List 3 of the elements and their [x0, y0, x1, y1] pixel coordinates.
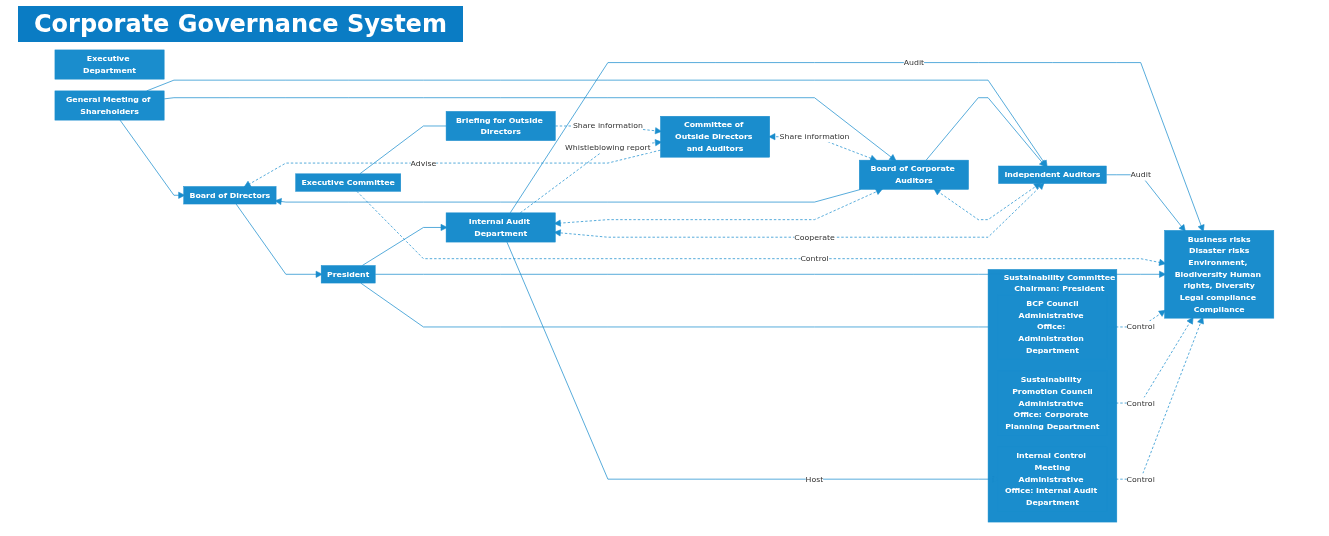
connector: [359, 125, 447, 175]
diagram-title: Corporate Governance System: [18, 6, 463, 42]
connector: [360, 282, 989, 328]
